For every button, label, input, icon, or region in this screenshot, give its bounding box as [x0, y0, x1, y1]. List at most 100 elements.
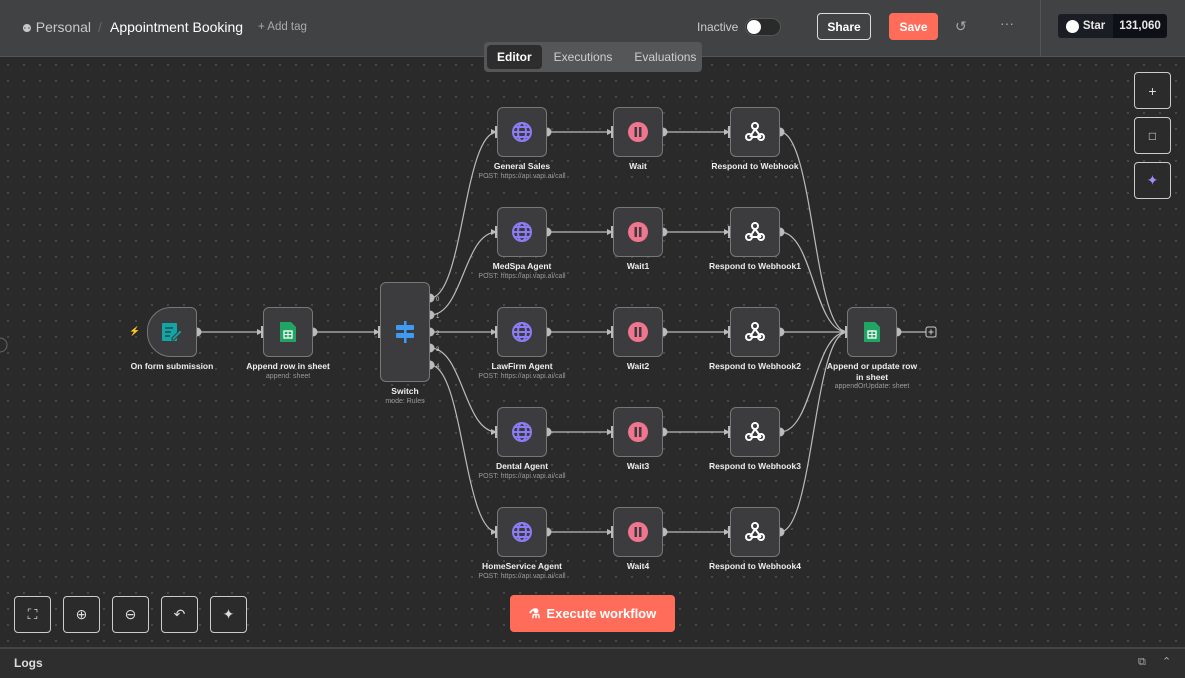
node-respond-to-webhook[interactable]: [730, 107, 780, 157]
node-subtitle: append: sheet: [265, 373, 311, 380]
arrow-head: [607, 329, 613, 335]
tidy-up-button[interactable]: ✦: [210, 596, 247, 633]
node-medspa-agent[interactable]: [497, 207, 547, 257]
input-handle: [611, 226, 614, 238]
switch-output-label: 3: [436, 347, 440, 353]
node-wait[interactable]: [613, 107, 663, 157]
history-icon[interactable]: ↺: [955, 18, 967, 34]
zoom-in-icon: ⊕: [75, 606, 88, 622]
node-label: Dental Agent: [495, 461, 549, 471]
node-lawfirm-agent[interactable]: [497, 307, 547, 357]
zoom-out-button[interactable]: ⊖: [112, 596, 149, 633]
zoom-out-icon: ⊖: [124, 606, 137, 622]
input-handle: [378, 326, 381, 338]
node-respond-to-webhook3[interactable]: [730, 407, 780, 457]
node-wait4[interactable]: [613, 507, 663, 557]
node-subtitle: appendOrUpdate: sheet: [834, 383, 910, 390]
breadcrumb-project[interactable]: ⚉ Personal: [22, 19, 91, 35]
canvas-edge-handle: [0, 337, 8, 353]
pause-icon: [627, 321, 649, 343]
node-respond-to-webhook2[interactable]: [730, 307, 780, 357]
node-general-sales[interactable]: [497, 107, 547, 157]
more-options-icon[interactable]: ···: [1000, 15, 1014, 31]
input-handle: [495, 326, 498, 338]
plus-icon: [928, 329, 934, 335]
node-append-or-update-row-in-sheet[interactable]: [847, 307, 897, 357]
sticky-note-button[interactable]: □: [1134, 117, 1171, 154]
active-toggle[interactable]: [745, 18, 781, 36]
arrow-head: [491, 329, 497, 335]
add-node-button[interactable]: +: [1134, 72, 1171, 109]
ai-assistant-button[interactable]: ✦: [1134, 162, 1171, 199]
node-label: LawFirm Agent: [491, 361, 553, 371]
node-label: Append row in sheet: [246, 361, 330, 371]
node-subtitle: POST: https://api.vapi.ai/call: [478, 573, 566, 580]
input-handle: [728, 326, 731, 338]
header-divider: [1040, 0, 1041, 56]
input-handle: [845, 326, 848, 338]
input-handle: [495, 526, 498, 538]
undo-button[interactable]: ↶: [161, 596, 198, 633]
arrow-head: [724, 529, 730, 535]
node-on-form-submission[interactable]: [147, 307, 197, 357]
logs-panel[interactable]: Logs ⧉ ⌃: [0, 647, 1185, 678]
tab-editor[interactable]: Editor: [487, 45, 542, 69]
node-label: Append or update row in sheet: [826, 361, 918, 382]
connection: [779, 131, 848, 333]
add-tag-link[interactable]: + Add tag: [258, 21, 307, 33]
node-append-row-in-sheet[interactable]: [263, 307, 313, 357]
arrow-head: [607, 129, 613, 135]
input-handle: [611, 526, 614, 538]
webhook-icon: [744, 421, 766, 443]
project-name: Personal: [35, 19, 92, 35]
input-handle: [261, 326, 264, 338]
connection: [429, 347, 498, 433]
zoom-in-button[interactable]: ⊕: [63, 596, 100, 633]
arrow-head: [491, 129, 497, 135]
github-star-button[interactable]: Star 131,060: [1058, 14, 1167, 38]
node-dental-agent[interactable]: [497, 407, 547, 457]
workflow-title[interactable]: Appointment Booking: [110, 19, 244, 35]
execute-workflow-button[interactable]: ⚗Execute workflow: [510, 595, 675, 632]
node-label: Respond to Webhook: [711, 161, 799, 171]
sparkle-icon: ✦: [1146, 172, 1159, 188]
input-handle: [611, 326, 614, 338]
node-wait1[interactable]: [613, 207, 663, 257]
arrow-head: [607, 529, 613, 535]
arrow-head: [724, 429, 730, 435]
popout-icon[interactable]: ⧉: [1138, 656, 1146, 668]
node-label: MedSpa Agent: [492, 261, 552, 271]
webhook-icon: [744, 321, 766, 343]
node-homeservice-agent[interactable]: [497, 507, 547, 557]
logs-label: Logs: [14, 656, 43, 670]
input-handle: [495, 126, 498, 138]
fit-view-button[interactable]: ⛶: [14, 596, 51, 633]
chevron-up-icon[interactable]: ⌃: [1162, 656, 1172, 668]
save-button[interactable]: Save: [889, 13, 938, 40]
node-label: Wait: [629, 161, 647, 171]
pause-icon: [627, 421, 649, 443]
share-button[interactable]: Share: [817, 13, 871, 40]
node-wait2[interactable]: [613, 307, 663, 357]
breadcrumb-separator: /: [98, 19, 102, 35]
node-subtitle: POST: https://api.vapi.ai/call: [478, 173, 566, 180]
node-label: Respond to Webhook3: [709, 461, 801, 471]
input-handle: [728, 426, 731, 438]
note-icon: □: [1148, 128, 1157, 143]
tab-evaluations[interactable]: Evaluations: [634, 50, 697, 64]
arrow-head: [724, 129, 730, 135]
tab-executions[interactable]: Executions: [553, 50, 613, 64]
trigger-bolt-icon: ⚡: [129, 326, 141, 336]
node-respond-to-webhook1[interactable]: [730, 207, 780, 257]
globe-icon: [511, 221, 533, 243]
user-icon: ⚉: [22, 23, 32, 35]
broom-icon: ✦: [222, 606, 235, 622]
node-wait3[interactable]: [613, 407, 663, 457]
undo-icon: ↶: [173, 606, 186, 622]
input-handle: [611, 426, 614, 438]
node-label: Wait1: [626, 261, 650, 271]
node-switch[interactable]: [380, 282, 430, 382]
node-respond-to-webhook4[interactable]: [730, 507, 780, 557]
pause-icon: [627, 221, 649, 243]
